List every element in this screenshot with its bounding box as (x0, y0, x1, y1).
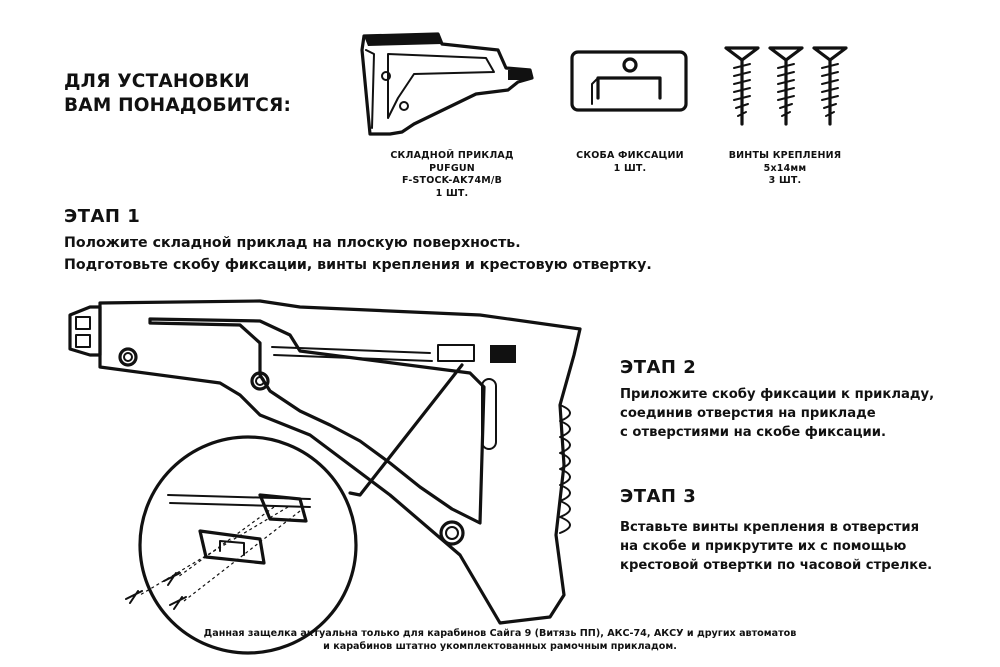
step-3-line: Вставьте винты крепления в отверстия (620, 520, 920, 535)
step-2-line: соединив отверстия на прикладе (620, 406, 876, 421)
step-3-line: на скобе и прикрутите их с помощью (620, 539, 907, 554)
caption-line: СКЛАДНОЙ ПРИКЛАД (390, 150, 514, 161)
stock-caption: СКЛАДНОЙ ПРИКЛАД PUFGUN F-STOCK-AK74M/B … (372, 150, 532, 200)
requirements-title-line: ВАМ ПОНАДОБИТСЯ: (64, 95, 292, 116)
step-3-title: ЭТАП 3 (620, 486, 697, 507)
step-1-title: ЭТАП 1 (64, 206, 141, 227)
step-2-text: Приложите скобу фиксации к прикладу, сое… (620, 385, 934, 442)
footnote-line: Данная защелка актуальна только для кара… (203, 628, 797, 639)
step-3-line: крестовой отвертки по часовой стрелке. (620, 558, 933, 573)
caption-line: 5х14мм (763, 162, 807, 174)
footnote-line: и карабинов штатно укомплектованных рамо… (323, 641, 677, 652)
step-3-text: Вставьте винты крепления в отверстия на … (620, 518, 932, 575)
caption-line: ВИНТЫ КРЕПЛЕНИЯ (728, 150, 842, 161)
caption-line: F-STOCK-AK74M/B (401, 175, 503, 186)
requirements-title-line: ДЛЯ УСТАНОВКИ (64, 71, 250, 92)
bracket-caption: СКОБА ФИКСАЦИИ 1 ШТ. (560, 150, 700, 175)
step-1-line: Положите складной приклад на плоскую пов… (64, 235, 521, 251)
folding-stock-icon (360, 32, 534, 136)
requirements-title: ДЛЯ УСТАНОВКИ ВАМ ПОНАДОБИТСЯ: (64, 70, 291, 118)
step-1-text: Положите складной приклад на плоскую пов… (64, 232, 652, 276)
step-2-line: Приложите скобу фиксации к прикладу, (620, 387, 935, 402)
caption-line: 1 ШТ. (435, 187, 469, 199)
locking-bracket-icon (570, 50, 688, 112)
caption-line: 3 ШТ. (768, 175, 802, 186)
caption-line: 1 ШТ. (613, 162, 647, 174)
step-2-line: с отверстиями на скобе фиксации. (620, 425, 887, 440)
caption-line: СКОБА ФИКСАЦИИ (576, 150, 684, 161)
screws-caption: ВИНТЫ КРЕПЛЕНИЯ 5х14мм 3 ШТ. (710, 150, 860, 188)
caption-line: PUFGUN (429, 162, 475, 174)
step-2-title: ЭТАП 2 (620, 357, 697, 378)
stock-assembly-diagram (68, 299, 582, 655)
compatibility-footnote: Данная защелка актуальна только для кара… (0, 627, 1000, 653)
screws-icon (724, 46, 848, 126)
step-1-line: Подготовьте скобу фиксации, винты крепле… (64, 257, 652, 273)
